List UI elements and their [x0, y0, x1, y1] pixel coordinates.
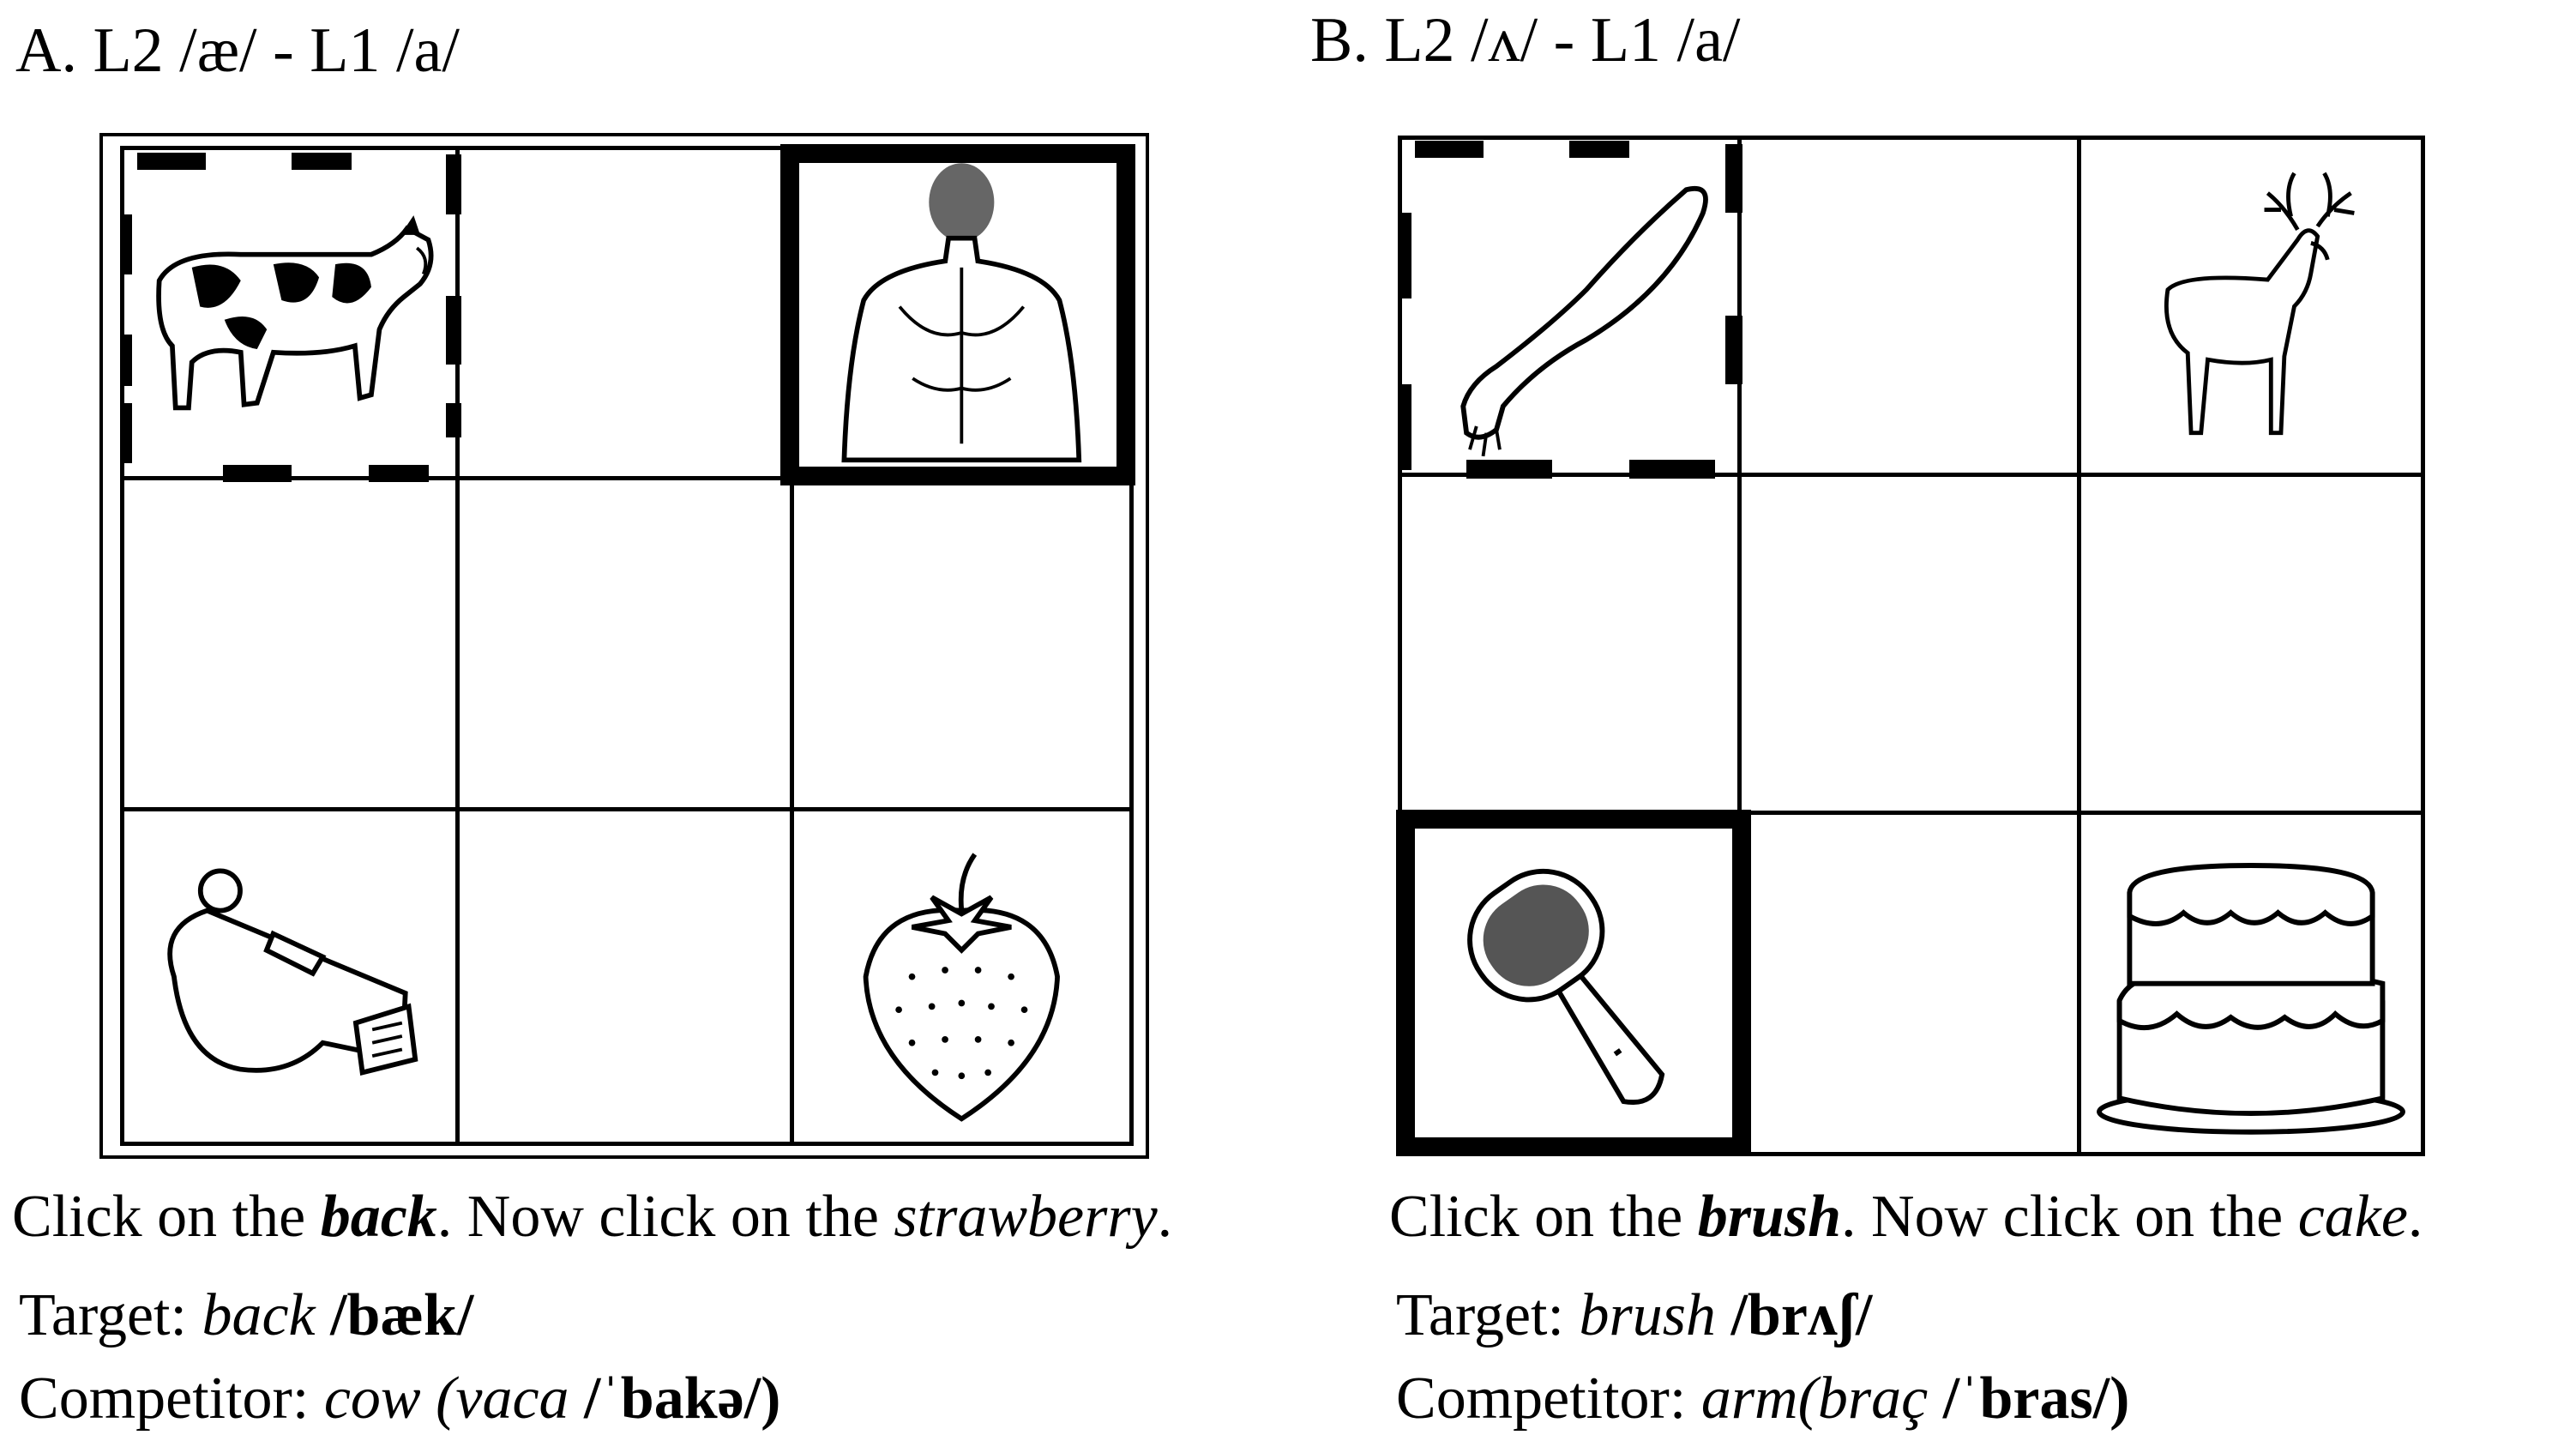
grid-cell[interactable]: [794, 480, 1129, 811]
grid-cell[interactable]: [1402, 140, 1742, 478]
grid-cell[interactable]: [124, 480, 460, 811]
panel-a-competitor-line: Competitor: cow (vaca /ˈbakə/): [19, 1366, 781, 1432]
grid-cell[interactable]: [794, 150, 1129, 481]
deer-icon[interactable]: [2081, 140, 2421, 473]
grid-cell[interactable]: [124, 150, 460, 481]
strawberry-icon[interactable]: [794, 811, 1129, 1142]
grid-cell[interactable]: [1742, 477, 2081, 815]
panel-b-title: B. L2 /ʌ/ - L1 /a/: [1310, 5, 1741, 75]
whistle-icon[interactable]: [124, 811, 455, 1142]
panel-a-grid: [120, 146, 1134, 1146]
grid-cell[interactable]: [1402, 814, 1742, 1152]
arm-icon[interactable]: [1402, 140, 1737, 473]
target-word: brush: [1697, 1184, 1842, 1250]
grid-cell[interactable]: [2081, 815, 2421, 1152]
grid-cell[interactable]: [124, 811, 460, 1142]
grid-cell[interactable]: [2081, 477, 2421, 815]
cake-icon[interactable]: [2081, 815, 2421, 1152]
grid-cell[interactable]: [1742, 814, 2081, 1152]
distractor-word: cake: [2297, 1184, 2408, 1250]
panel-b-competitor-line: Competitor: arm(braç /ˈbras/): [1396, 1366, 2130, 1432]
distractor-word: strawberry: [894, 1184, 1158, 1250]
grid-cell[interactable]: [1742, 140, 2081, 478]
panel-b-target-line: Target: brush /brʌʃ/: [1396, 1282, 1873, 1348]
grid-cell[interactable]: [2081, 140, 2421, 478]
grid-cell[interactable]: [794, 811, 1129, 1142]
cow-icon[interactable]: [124, 150, 455, 476]
panel-a-instruction: Click on the back. Now click on the stra…: [12, 1184, 1173, 1250]
panel-a-title: A. L2 /æ/ - L1 /a/: [15, 15, 460, 86]
grid-cell[interactable]: [1402, 477, 1742, 815]
panel-b-grid: [1398, 136, 2425, 1156]
brush-icon[interactable]: [1402, 815, 1737, 1152]
grid-cell[interactable]: [460, 811, 795, 1142]
back-icon[interactable]: [794, 150, 1129, 476]
grid-cell[interactable]: [459, 480, 795, 811]
panel-a-target-line: Target: back /bæk/: [19, 1282, 474, 1348]
panel-b-instruction: Click on the brush. Now click on the cak…: [1389, 1184, 2423, 1250]
target-word: back: [320, 1184, 437, 1250]
grid-cell[interactable]: [459, 150, 795, 481]
